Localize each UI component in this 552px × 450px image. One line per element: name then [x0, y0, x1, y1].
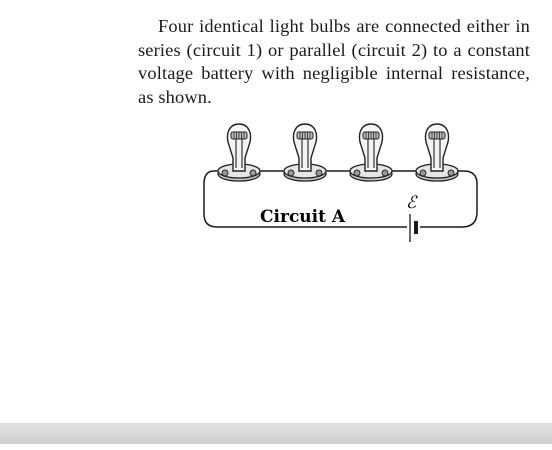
- emf-label: ℰ: [406, 193, 418, 213]
- light-bulb-icon: [217, 123, 261, 182]
- problem-statement: Four identical light bulbs are connected…: [138, 16, 530, 107]
- light-bulb-icon: [283, 123, 327, 182]
- light-bulb-icon: [349, 123, 393, 182]
- bottom-scrollbar[interactable]: [0, 423, 552, 444]
- battery-icon: [409, 214, 418, 242]
- light-bulb-icon: [415, 123, 459, 182]
- circuit-label: Circuit A: [260, 207, 346, 227]
- circuit-wire: [203, 170, 407, 228]
- circuit-figure: Circuit A ℰ: [198, 114, 483, 248]
